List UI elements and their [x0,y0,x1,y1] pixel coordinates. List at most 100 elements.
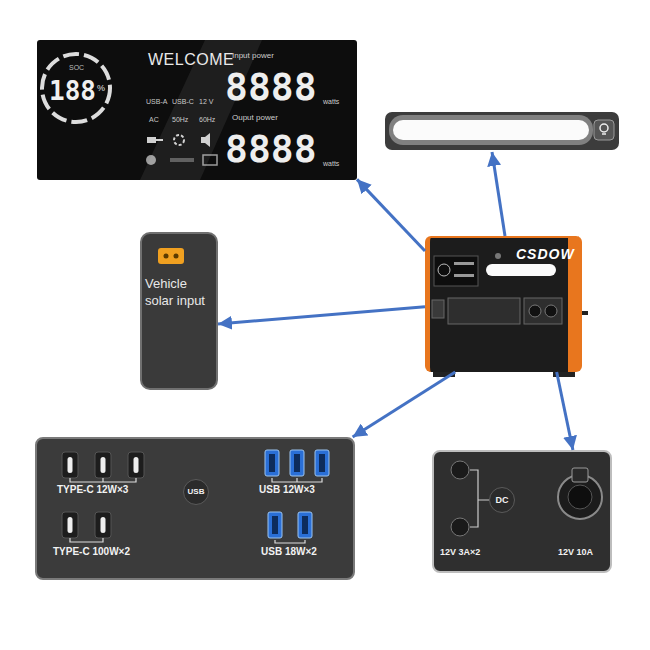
typec-port [95,452,111,478]
input-connector [158,248,184,264]
mini-port-panel [448,298,520,324]
display-panel: SOC 188% WELCOME USB-A USB-C 12 V AC 50Hz 60Hz In… [37,40,357,180]
mini-port [432,300,444,318]
connector-layer [218,179,573,450]
device-foot [433,372,455,377]
port-label: 12V 3A×2 [440,548,480,557]
display-label: WELCOME [148,52,234,68]
usb-port [265,450,279,476]
mini-display [454,262,474,265]
plug-icon [156,139,163,141]
mini-display [454,274,474,277]
display-label: watts [323,98,339,105]
mini-display [438,264,450,276]
input-panel: Vehicle solar input [140,232,218,390]
display-label: 12 V [199,98,213,105]
port-label: 12V 10A [558,548,593,557]
display-label: 50Hz [172,116,188,123]
typec-port [134,457,139,473]
port-panel: TYPE-C 12W×3USB 12W×3TYPE-C 100W×2USB 18… [35,437,355,580]
device-foot [553,372,575,377]
display-label: 60Hz [199,116,215,123]
button-circle: USB [183,479,209,505]
usb-port [298,512,312,538]
display-label: 8888 [225,130,317,168]
typec-port [68,457,73,473]
soc-ring [42,54,110,122]
callout-arrow [218,307,425,324]
fan-icon [174,135,184,145]
connector-pin [174,254,179,259]
dc-jack [451,518,469,536]
socket-cap [572,468,588,482]
port-label: Vehicle solar input [145,276,217,310]
display-label: Input power [232,52,274,60]
typec-port [128,452,144,478]
port-label: TYPE-C 12W×3 [57,485,128,495]
display-label: watts [323,160,339,167]
status-icon [170,158,194,162]
light-bar [393,120,589,140]
button-label: USB [188,488,205,496]
typec-port [95,512,111,538]
light-button [594,120,614,140]
mini-port-panel [524,298,562,324]
usb-port [272,516,278,534]
display-label: 188 [49,78,96,104]
callout-arrow [557,372,573,450]
mini-outlet [529,305,541,317]
port-bracket [70,478,136,482]
bulb-icon [602,133,606,135]
typec-port [68,517,73,533]
usb-port [302,516,308,534]
plug-icon [147,137,156,143]
display-label: USB-C [172,98,194,105]
typec-port [62,452,78,478]
usb-port [315,450,329,476]
display-label: SOC [69,64,84,71]
typec-port [101,517,106,533]
light-glow [389,115,593,145]
mini-display [434,256,478,286]
bulb-icon [600,124,608,132]
speaker-icon [201,133,210,147]
callout-arrow [353,372,456,437]
display-label: USB-A [146,98,167,105]
port-panel: 12V 3A×2 12V 10A DC [432,450,612,573]
light-panel [385,112,619,150]
display-label: 8888 [225,68,317,106]
connector-pin [164,254,169,259]
usb-port [269,454,275,472]
usb-port [268,512,282,538]
display-label: Ouput power [232,114,278,122]
status-icon [203,155,217,165]
port-label: USB 12W×3 [259,485,315,495]
dc-jack [451,461,469,479]
typec-port [101,457,106,473]
port-bracket [70,538,103,542]
port-bracket [272,478,322,482]
typec-port [62,512,78,538]
device-knob [582,311,588,315]
display-label: % [97,84,105,93]
port-label: USB 18W×2 [261,547,317,557]
status-icon [146,155,156,165]
power-station: CSDOW [425,236,582,372]
display-label: AC [149,116,159,123]
mini-light-bar [486,264,556,276]
button-circle: DC [489,487,515,513]
port-bracket [275,540,305,543]
mini-outlet [545,305,557,317]
usb-port [290,450,304,476]
car-socket [558,475,602,519]
callout-arrow [492,152,505,236]
port-bracket [470,470,489,527]
button-label: DC [496,496,509,505]
usb-port [319,454,325,472]
car-socket [568,485,592,509]
usb-port [294,454,300,472]
screen-glare [140,40,262,180]
